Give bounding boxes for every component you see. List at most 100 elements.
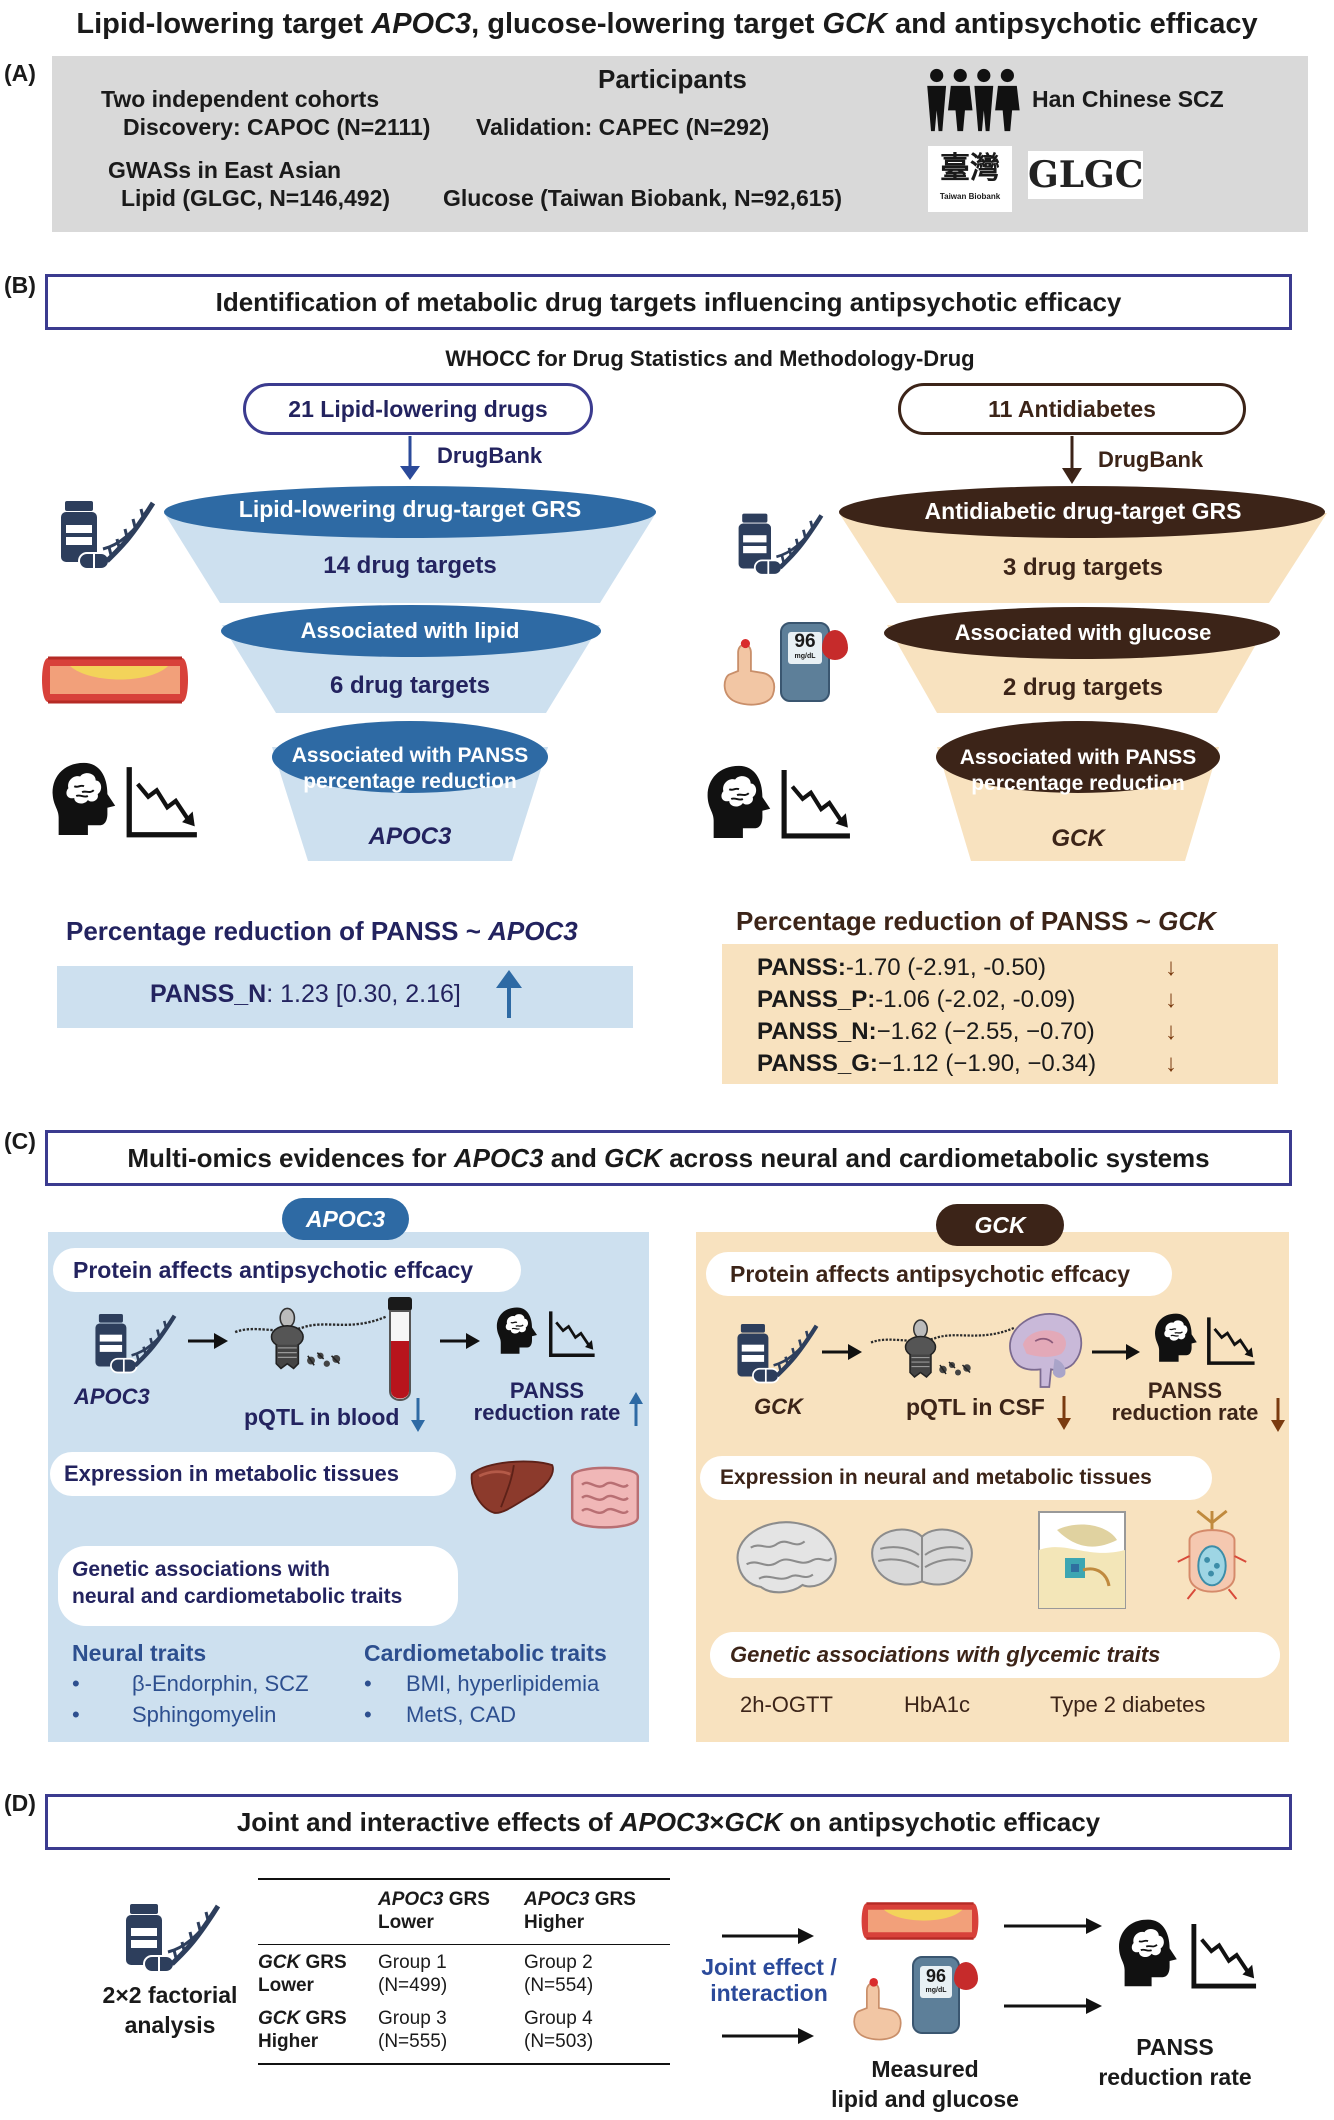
arrow-right-icon: [188, 1333, 228, 1349]
antidiabetes-source: 11 Antidiabetes: [898, 383, 1246, 435]
down-arrow-icon: ↓: [1165, 1018, 1177, 1045]
head-brain-icon: [700, 758, 778, 844]
blood-drop-icon: [954, 1962, 978, 1990]
list-item: •MetS, CAD: [364, 1702, 517, 1727]
gwas-label: GWASs in East Asian: [108, 157, 342, 183]
whocc-label: WHOCC for Drug Statistics and Methodolog…: [445, 346, 975, 371]
gck-tag: GCK: [936, 1204, 1064, 1246]
glucose-tier2-label: Associated with glucose: [954, 620, 1212, 645]
drug-dna-icon: [734, 1320, 820, 1390]
panel-a-letter: (A): [4, 60, 36, 86]
down-arrow-icon: ↓: [1165, 954, 1177, 981]
panss-outcome-label: PANSS reduction rate: [1098, 2034, 1252, 2090]
arrow-right-icon: [722, 1928, 814, 1944]
head-brain-icon: [1150, 1308, 1202, 1366]
pituitary-icon: [1036, 1510, 1128, 1610]
apoc3-gene-label: APOC3: [74, 1384, 150, 1409]
head-brain-icon: [45, 755, 123, 841]
arrow-down-icon: [1271, 1398, 1285, 1432]
ribosome-icon: [868, 1308, 1018, 1392]
drug-dna-icon: [735, 510, 825, 582]
panel-d-letter: (D): [4, 1790, 36, 1816]
lipid-gwas-label: Lipid (GLGC, N=146,492): [121, 185, 391, 211]
panel-c-heading: Multi-omics evidences for APOC3 and GCK …: [45, 1130, 1292, 1186]
cardiometabolic-traits-header: Cardiometabolic traits: [364, 1640, 607, 1666]
finger-prick-icon: [718, 633, 782, 709]
head-brain-icon: [492, 1302, 542, 1358]
arrow-right-icon: [440, 1333, 480, 1349]
measured-label: Measured lipid and glucose: [831, 2056, 1019, 2112]
drug-dna-icon: [122, 1900, 222, 1980]
factorial-label: 2×2 factorial analysis: [102, 1982, 238, 2038]
arrow-up-icon: [629, 1392, 643, 1426]
glucose-tier3-label: Associated with PANSS percentage reducti…: [959, 746, 1197, 795]
list-item: •β-Endorphin, SCZ: [72, 1671, 309, 1696]
arrow-up-icon: [496, 970, 522, 1018]
lipid-tier1-count: 14 drug targets: [323, 552, 497, 579]
decline-chart-icon: [548, 1310, 596, 1358]
result-row-panss: PANSS: -1.70 (-2.91, -0.50)↓: [757, 954, 1177, 981]
glycemic-trait-ogtt: 2h-OGTT: [740, 1692, 833, 1717]
han-chinese-label: Han Chinese SCZ: [1032, 86, 1224, 112]
lipid-tier2-count: 6 drug targets: [329, 672, 491, 699]
result-row-panss-n: PANSS_N: −1.62 (−2.55, −0.70)↓: [757, 1018, 1177, 1045]
figure-title: Lipid-lowering target APOC3, glucose-low…: [76, 8, 1258, 40]
down-arrow-icon: ↓: [1165, 1050, 1177, 1077]
glucose-tier2-count: 2 drug targets: [1002, 674, 1164, 701]
list-item: •Sphingomyelin: [72, 1702, 277, 1727]
finger-prick-icon: [848, 1972, 908, 2044]
apoc3-panss-label: PANSS reduction rate: [473, 1378, 621, 1425]
brain-sagittal-icon: [1000, 1300, 1088, 1400]
lipid-gene-apoc3: APOC3: [368, 823, 452, 850]
list-item: •BMI, hyperlipidemia: [364, 1671, 600, 1696]
neural-traits-header: Neural traits: [72, 1640, 207, 1666]
drugbank-label-left: DrugBank: [437, 443, 543, 468]
arrow-down-icon: [1062, 436, 1082, 484]
lipid-tier3-label: Associated with PANSS percentage reducti…: [291, 744, 529, 793]
arrow-right-icon: [1004, 1918, 1102, 1934]
glucometer-icon: 96 mg/dL: [780, 622, 830, 702]
pancreas-islet-icon: [1168, 1506, 1256, 1606]
ribosome-icon: [232, 1296, 390, 1384]
glycemic-trait-hba1c: HbA1c: [904, 1692, 971, 1717]
arrow-down-icon: [1057, 1396, 1071, 1430]
panel-a-box: [52, 56, 1308, 232]
glucose-funnel: [839, 486, 1327, 861]
arrow-right-icon: [822, 1344, 862, 1360]
liver-icon: [466, 1456, 558, 1520]
joint-effect-label: Joint effect / interaction: [701, 1954, 837, 2006]
lipid-result-line: PANSS_N: 1.23 [0.30, 2.16]: [150, 980, 461, 1008]
cohorts-label: Two independent cohorts: [101, 86, 380, 112]
apoc3-genetic-pill: Genetic associations with neural and car…: [58, 1546, 458, 1626]
panel-b-heading: Identification of metabolic drug targets…: [45, 274, 1292, 330]
panel-d-heading: Joint and interactive effects of APOC3 ×…: [45, 1794, 1292, 1850]
panel-c-letter: (C): [4, 1128, 36, 1154]
lipid-funnel: [164, 486, 656, 861]
drug-dna-icon: [92, 1310, 178, 1380]
lipid-tier1-label: Lipid-lowering drug-target GRS: [238, 496, 582, 522]
result-row-panss-p: PANSS_P: -1.06 (-2.02, -0.09)↓: [757, 986, 1177, 1013]
brain-lateral-icon: [730, 1516, 844, 1600]
decline-chart-icon: [1206, 1316, 1256, 1366]
neural-traits-list: •β-Endorphin, SCZ •Sphingomyelin: [72, 1668, 309, 1730]
taiwan-biobank-logo: 臺灣 Taiwan Biobank: [928, 146, 1012, 212]
glucose-tier1-label: Antidiabetic drug-target GRS: [924, 498, 1242, 524]
blood-vessel-icon: [860, 1896, 980, 1946]
glucose-result-title: Percentage reduction of PANSS ~ GCK: [736, 906, 1216, 936]
participants-header: Participants: [598, 64, 747, 94]
apoc3-tag: APOC3: [282, 1198, 409, 1240]
intestine-icon: [564, 1460, 646, 1534]
result-row-panss-g: PANSS_G: −1.12 (−1.90, −0.34)↓: [757, 1050, 1177, 1077]
decline-chart-icon: [780, 768, 852, 840]
head-brain-icon: [1112, 1912, 1184, 1992]
apoc3-pqtl-label: pQTL in blood: [244, 1404, 400, 1430]
lipid-result-box: [57, 966, 633, 1028]
validation-label: Validation: CAPEC (N=292): [476, 114, 770, 140]
lipid-result-title: Percentage reduction of PANSS ~ APOC3: [66, 916, 578, 946]
apoc3-expression-pill: Expression in metabolic tissues: [50, 1452, 456, 1496]
drugbank-label-right: DrugBank: [1098, 447, 1204, 472]
panel-b-letter: (B): [4, 272, 36, 298]
apoc3-protein-pill: Protein affects antipsychotic effcacy: [53, 1248, 521, 1292]
